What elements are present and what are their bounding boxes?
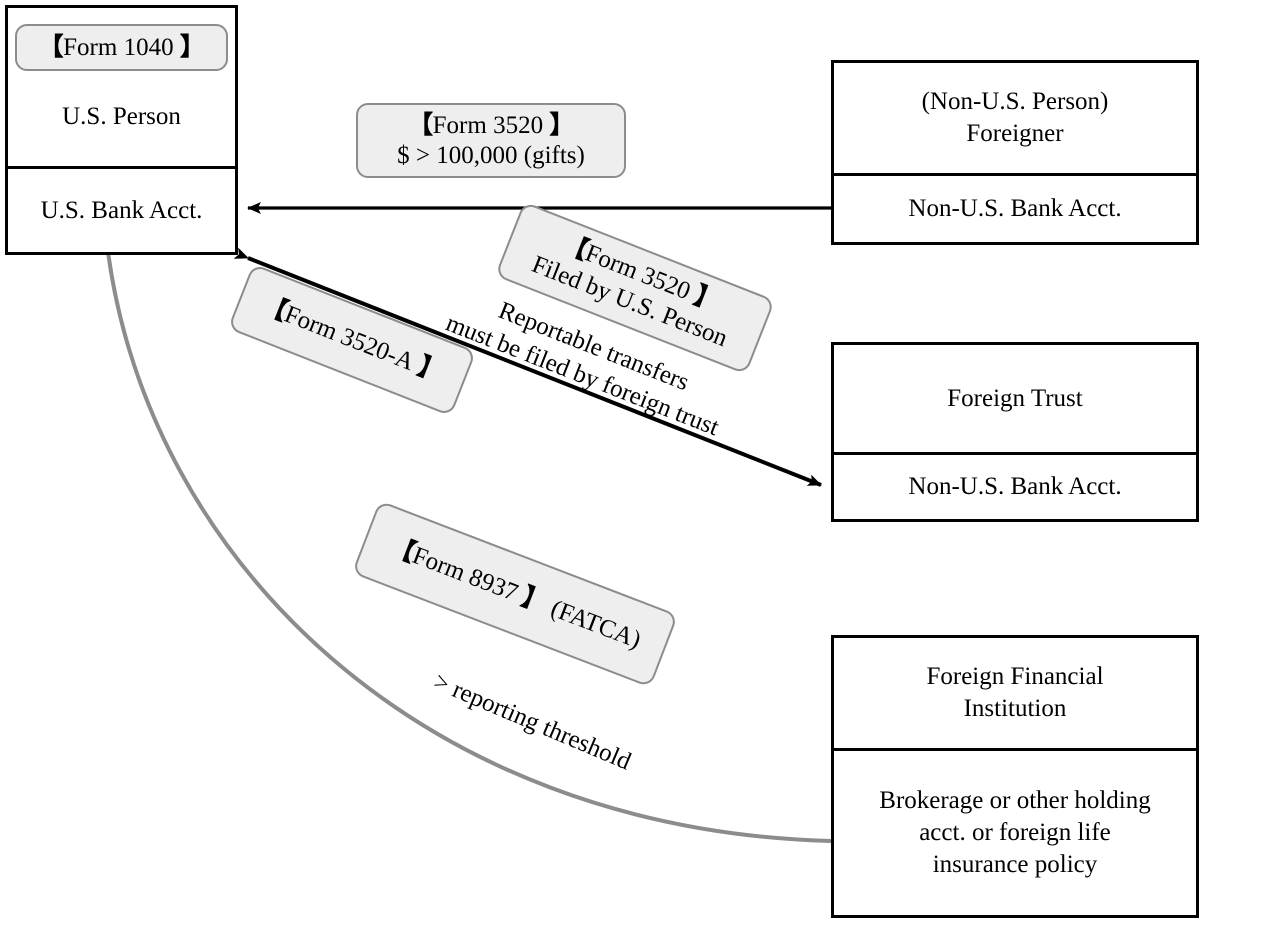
ffi-title-cell: Foreign Financial Institution [834, 638, 1196, 748]
fatca-edge-curve [106, 250, 833, 843]
badge-form-3520-gifts[interactable]: 【Form 3520 】 $ > 100,000 (gifts) [356, 103, 626, 178]
badge-form-3520-gifts-label: Form 3520 [432, 111, 544, 139]
badge-form-1040[interactable]: 【Form 1040 】 [15, 24, 228, 71]
bracket-close-icon: 】 [179, 33, 205, 61]
bracket-open-icon: 【 [38, 33, 64, 61]
ffi-accounts-line1: Brokerage or other holding [879, 787, 1151, 814]
node-foreign-financial-institution[interactable]: Foreign Financial Institution Brokerage … [831, 635, 1199, 918]
us-person-bank-acct-cell: U.S. Bank Acct. [8, 166, 235, 252]
ffi-accounts-line3: insurance policy [932, 851, 1098, 878]
foreign-trust-title-cell: Foreign Trust [947, 384, 1083, 412]
ffi-title-line1: Foreign Financial [926, 663, 1104, 690]
foreigner-title-line1: (Non-U.S. Person) [921, 88, 1109, 115]
bracket-close-icon: 】 [549, 111, 574, 139]
badge-form-8937-label: Form 8937 [408, 541, 522, 607]
ffi-accounts-line2: acct. or foreign life [919, 819, 1111, 846]
foreigner-title-cell: (Non-U.S. Person) Foreigner [834, 63, 1196, 173]
ffi-accounts-cell: Brokerage or other holding acct. or fore… [834, 748, 1196, 915]
badge-form-8937-suffix: (FATCA) [547, 595, 645, 654]
node-foreigner[interactable]: (Non-U.S. Person) Foreigner Non-U.S. Ban… [831, 60, 1199, 245]
foreigner-bank-acct-cell: Non-U.S. Bank Acct. [834, 173, 1196, 242]
badge-form-1040-label: Form 1040 [63, 33, 174, 61]
bracket-close-icon: 】 [517, 583, 551, 618]
foreign-trust-bank-acct-cell: Non-U.S. Bank Acct. [834, 452, 1196, 519]
node-us-person[interactable]: 【Form 1040 】 U.S. Person U.S. Bank Acct. [5, 5, 238, 255]
ffi-title-line2: Institution [963, 695, 1067, 722]
bracket-close-icon: 】 [413, 353, 447, 388]
foreigner-title-line2: Foreigner [966, 120, 1064, 147]
node-foreign-trust[interactable]: Foreign Trust Non-U.S. Bank Acct. [831, 342, 1199, 522]
us-person-role-label: U.S. Person [62, 102, 181, 130]
bracket-open-icon: 【 [408, 111, 433, 139]
us-person-top-cell: 【Form 1040 】 U.S. Person [8, 8, 235, 166]
trust-transfer-edge-line [233, 247, 822, 487]
badge-form-3520-gifts-amount: $ > 100,000 (gifts) [397, 141, 585, 169]
